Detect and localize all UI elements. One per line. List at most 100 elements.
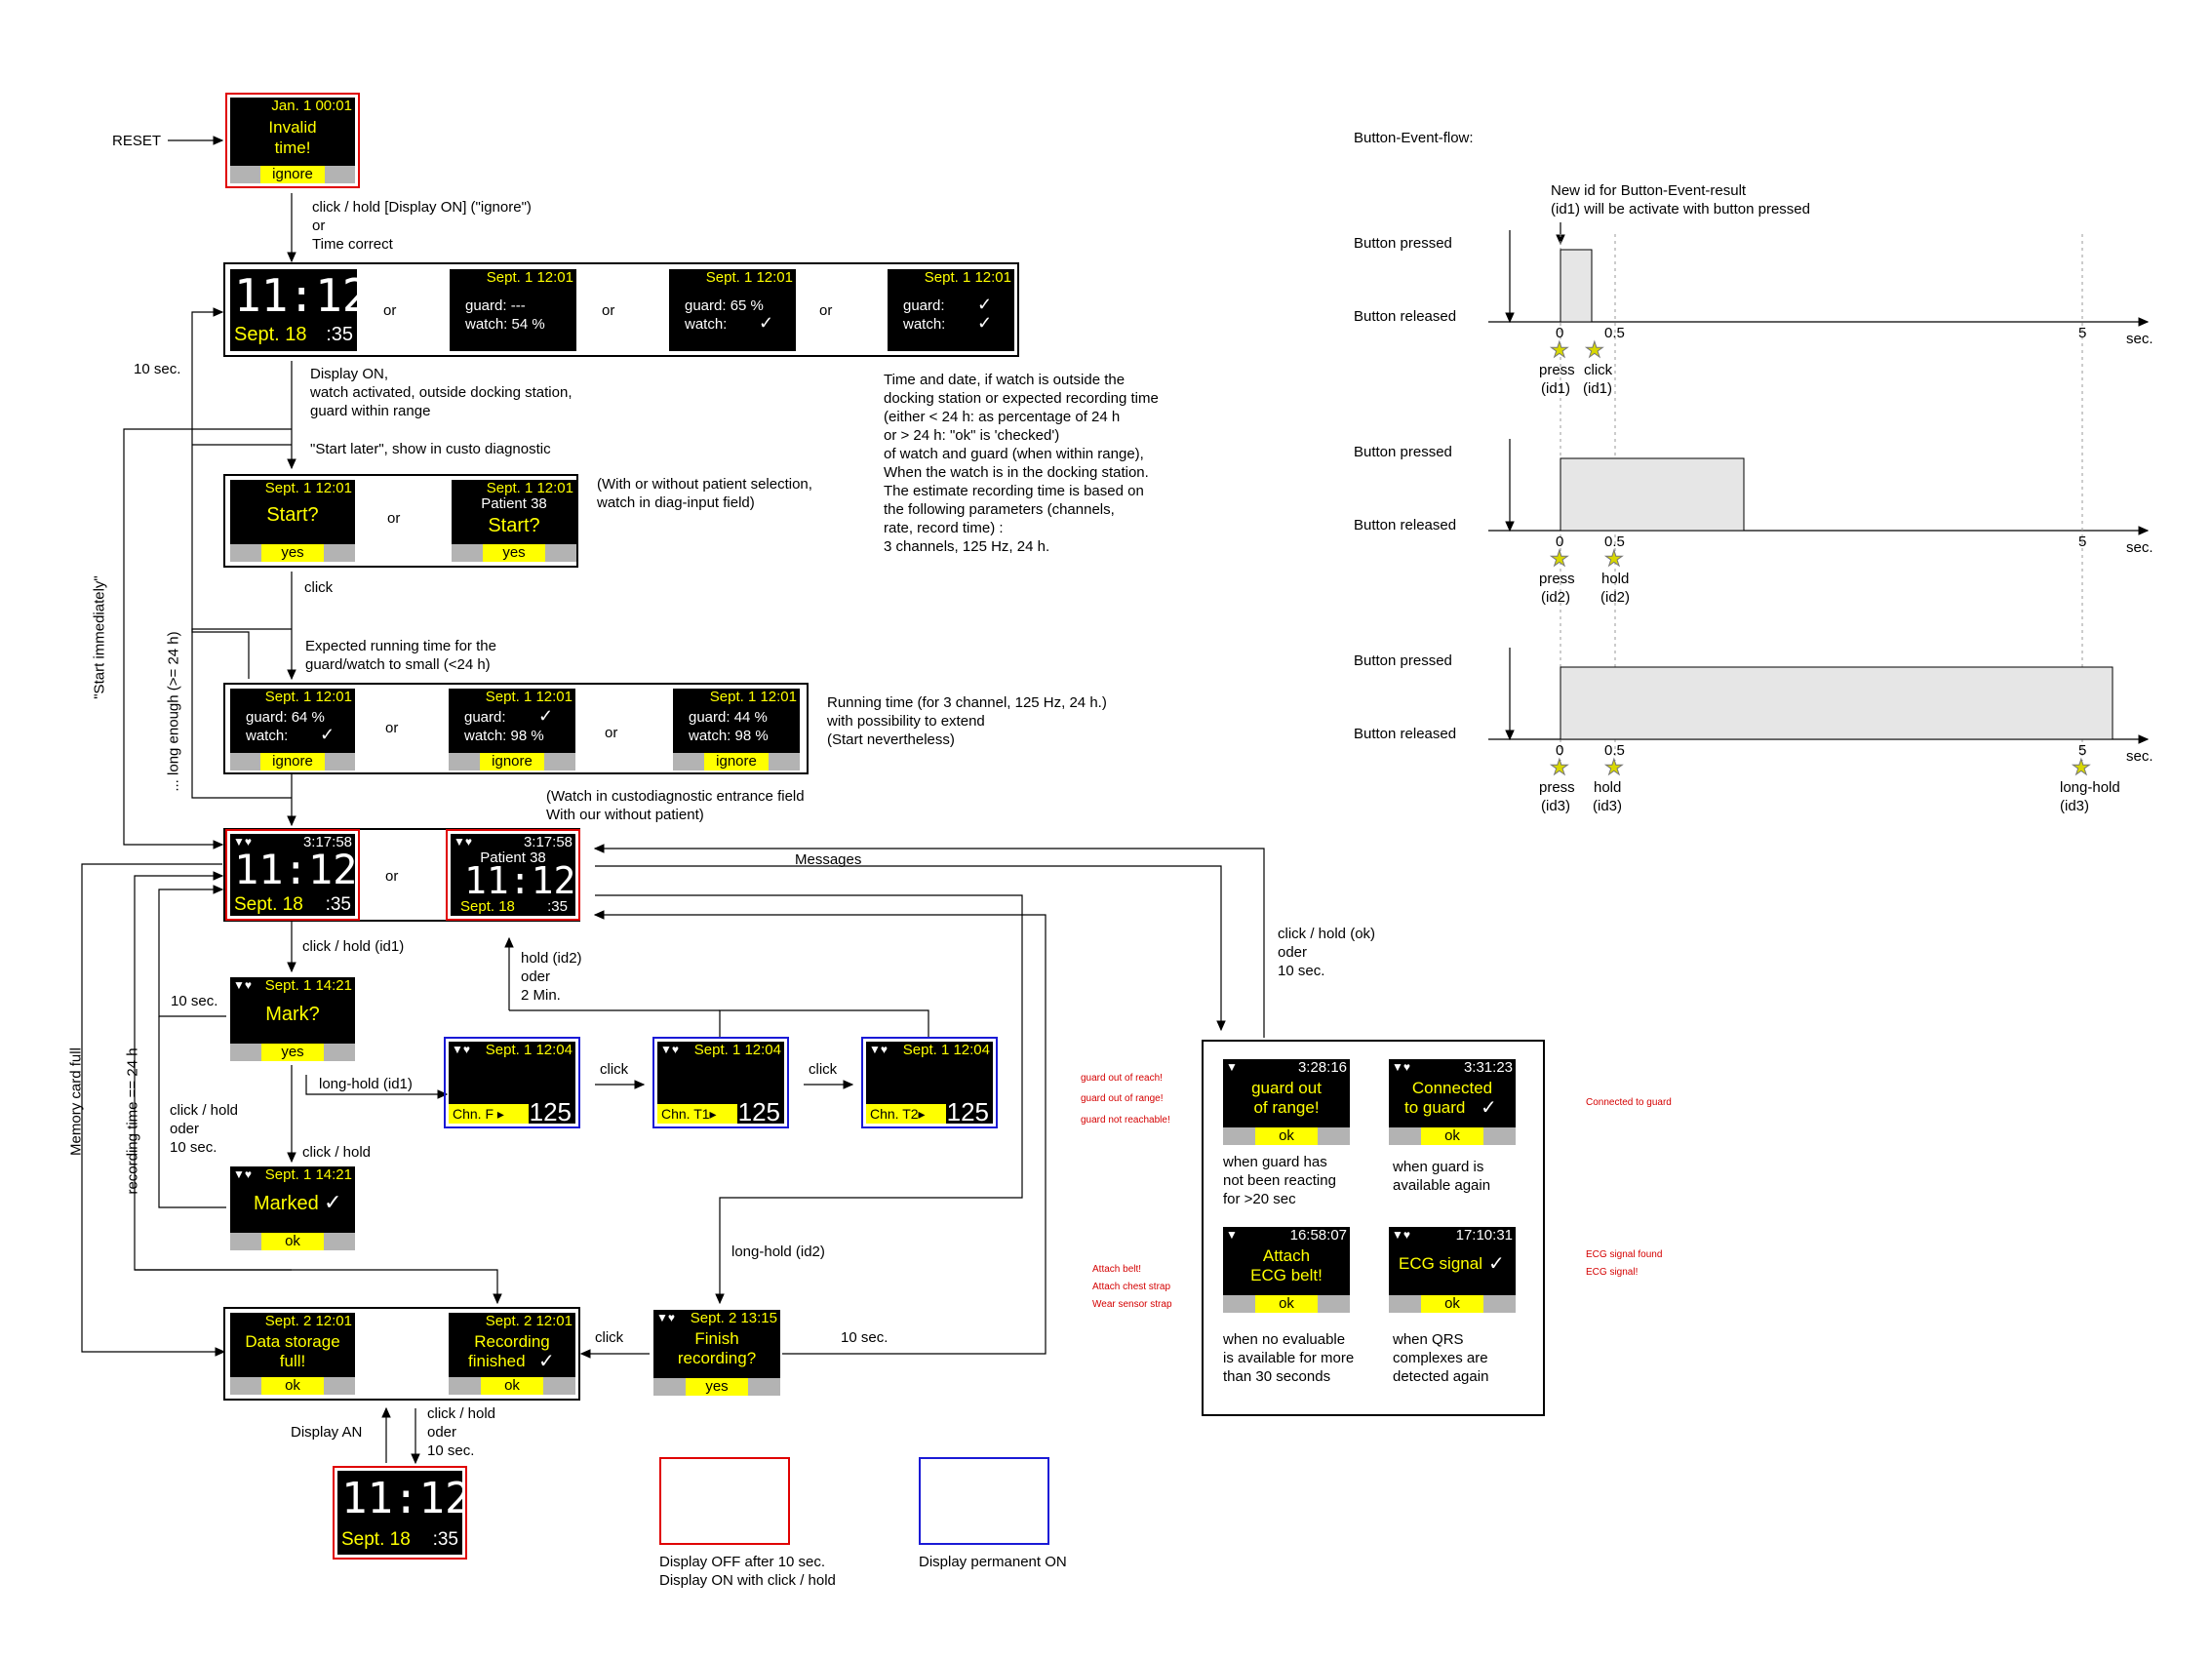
ecg-screen-t2: ▼♥ Sept. 1 12:04 Chn. T2▸ 125 <box>861 1037 998 1128</box>
event-press-id: (id2) <box>1541 589 1571 606</box>
bottom-click-hold-3: 10 sec. <box>427 1442 475 1459</box>
legend-red-1: Display OFF after 10 sec. <box>659 1554 826 1570</box>
event-hold: hold <box>1601 571 1630 587</box>
screen-date: Sept. 1 12:04 <box>485 1042 573 1058</box>
expected-running-1: Expected running time for the <box>305 638 496 654</box>
ok-button[interactable]: ok <box>1255 1295 1318 1313</box>
ignore-button[interactable]: ignore <box>260 166 325 183</box>
start-note-2: watch in diag-input field) <box>597 494 755 511</box>
start-patient-screen: Sept. 1 12:01 Patient 38 Start? yes <box>452 480 576 562</box>
screen-date: Sept. 1 12:01 <box>486 480 573 496</box>
ok-button[interactable]: ok <box>261 1377 324 1395</box>
unit-label: sec. <box>2126 331 2153 347</box>
time-note-1: Time and date, if watch is outside the <box>884 372 1126 388</box>
click-hold-ok-2: oder <box>1278 944 1308 961</box>
or-label: or <box>602 302 615 319</box>
click-hold-oder-1: click / hold <box>170 1102 239 1119</box>
patient-label: Patient 38 <box>481 495 547 512</box>
time-note-8: the following parameters (channels, <box>884 501 1115 518</box>
screen-date: Sept. 1 12:01 <box>264 480 352 496</box>
time-note-5: of watch and guard (when within range), <box>884 446 1144 462</box>
signal-heart-icon: ▼♥ <box>656 1311 676 1324</box>
ok-button[interactable]: ok <box>481 1377 543 1395</box>
yes-button[interactable]: yes <box>686 1378 748 1396</box>
guard-status: guard: 65 % <box>685 297 764 314</box>
or-label: or <box>819 302 833 319</box>
yes-button[interactable]: yes <box>483 544 545 562</box>
clock-time: 11:12 <box>234 846 355 893</box>
clock-date: Sept. 18 <box>341 1529 411 1550</box>
mark-screen: ▼♥ Sept. 1 14:21 Mark? yes <box>230 977 355 1061</box>
channel-name: Chn. T1 <box>661 1106 710 1122</box>
clock-seconds: :35 <box>325 894 351 915</box>
guard-status: guard: --- <box>465 297 526 314</box>
ignore-button[interactable]: ignore <box>704 753 769 770</box>
check-icon: ✓ <box>1488 1253 1505 1275</box>
elapsed-time: 16:58:07 <box>1289 1227 1347 1244</box>
yes-button[interactable]: yes <box>261 544 324 562</box>
ok-button[interactable]: ok <box>1255 1127 1318 1145</box>
ignore-button[interactable]: ignore <box>260 753 325 770</box>
low-screen-watch: Sept. 1 12:01 guard: ✓ watch: 98 % ignor… <box>449 689 575 770</box>
guard-status: guard: 64 % <box>246 709 325 726</box>
transition-line-3: Time correct <box>312 236 393 253</box>
ecg-screen-t1: ▼♥ Sept. 1 12:04 Chn. T1▸ 125 <box>652 1037 789 1128</box>
screen-message: Finish <box>694 1329 739 1348</box>
signal-icon: ▼ <box>1226 1060 1238 1074</box>
note-attach: Attach belt! <box>1092 1264 1142 1275</box>
event-press: press <box>1539 571 1575 587</box>
note-ecg: ECG signal! <box>1586 1267 1639 1278</box>
event-click: click <box>1584 362 1613 378</box>
clock-date: Sept. 18 <box>460 898 515 915</box>
ok-button[interactable]: ok <box>261 1233 324 1250</box>
ok-button[interactable]: ok <box>1421 1295 1483 1313</box>
screen-date: Sept. 1 12:04 <box>902 1042 990 1058</box>
start-note-1: (With or without patient selection, <box>597 476 812 493</box>
click-ecg-2: click <box>809 1061 838 1078</box>
watch-status: watch: <box>246 728 289 744</box>
elapsed-time: 3:17:58 <box>523 834 573 850</box>
hold-id2-3: 2 Min. <box>521 987 561 1004</box>
click-hold-label: click / hold <box>302 1144 372 1161</box>
long-hold-id2-label: long-hold (id2) <box>731 1244 825 1260</box>
status-screen-guard-none: Sept. 1 12:01 guard: --- watch: 54 % <box>450 269 576 351</box>
screen-message: to guard <box>1404 1098 1466 1117</box>
bottom-click-hold-2: oder <box>427 1424 457 1441</box>
marked-screen: ▼♥ Sept. 1 14:21 Marked ✓ ok <box>230 1166 355 1250</box>
check-icon: ✓ <box>977 313 993 333</box>
recording-patient-screen: ▼♥ 3:17:58 Patient 38 11:12 Sept. 18 :35 <box>446 829 580 921</box>
watch-status: watch: 98 % <box>464 728 544 744</box>
screen-message: Recording <box>474 1332 550 1351</box>
tick-0-5: 0.5 <box>1604 742 1625 759</box>
button-flow-title: Button-Event-flow: <box>1354 130 1474 146</box>
click-hold-id1-label: click / hold (id1) <box>302 938 405 955</box>
screen-date: Sept. 1 14:21 <box>264 977 352 994</box>
yes-button[interactable]: yes <box>261 1044 324 1061</box>
note-guard-out: guard out of reach! <box>1081 1073 1163 1084</box>
screen-message: Attach <box>1262 1246 1311 1265</box>
ecg-desc-3: detected again <box>1393 1368 1489 1385</box>
attach-desc-1: when no evaluable <box>1223 1331 1346 1348</box>
event-long-hold-id: (id3) <box>2060 798 2090 814</box>
watch-status: watch: 54 % <box>465 316 545 333</box>
event-long-hold: long-hold <box>2060 779 2120 796</box>
ignore-button[interactable]: ignore <box>480 753 544 770</box>
clock-time: 11:12 <box>341 1474 462 1523</box>
or-label: or <box>385 868 399 885</box>
running-note-1: Running time (for 3 channel, 125 Hz, 24 … <box>827 694 1107 711</box>
event-press: press <box>1539 779 1575 796</box>
running-note-2: with possibility to extend <box>827 713 985 730</box>
ecg-desc-1: when QRS <box>1393 1331 1464 1348</box>
screen-date: Sept. 1 12:01 <box>485 689 573 705</box>
ok-button[interactable]: ok <box>1421 1127 1483 1145</box>
press-star-icon: ★ <box>1550 546 1570 571</box>
watch-status: watch: 98 % <box>689 728 769 744</box>
clock-seconds: :35 <box>326 324 353 345</box>
click-hold-ok-3: 10 sec. <box>1278 963 1325 979</box>
storage-full-screen: Sept. 2 12:01 Data storage full! ok <box>230 1313 355 1395</box>
screen-message: ECG signal <box>1399 1254 1482 1273</box>
released-label: Button released <box>1354 517 1457 533</box>
running-note-3: (Start nevertheless) <box>827 731 955 748</box>
screen-date: Sept. 1 12:01 <box>264 689 352 705</box>
